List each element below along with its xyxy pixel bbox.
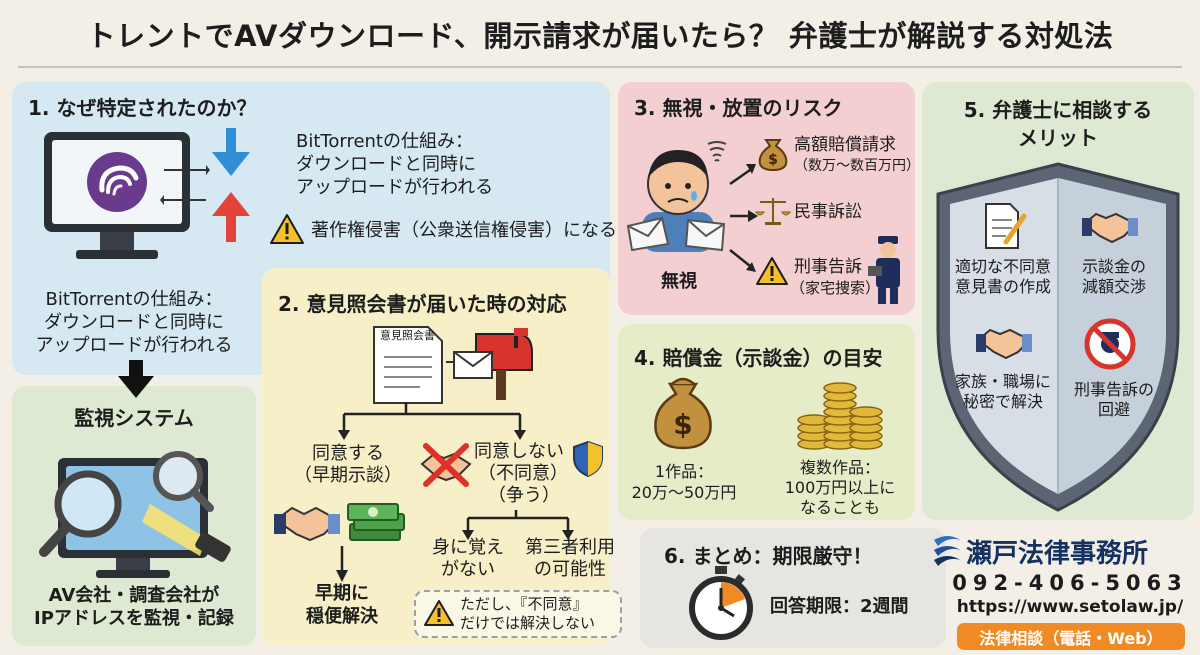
risk3-line-2: （家宅捜索） xyxy=(790,279,881,297)
transfer-arrows-icon xyxy=(160,165,210,205)
merit3-line-1: 家族・職場に xyxy=(954,372,1051,391)
multi-line-1: 複数作品： xyxy=(799,458,880,477)
money-bag-large-icon: $ xyxy=(654,377,712,450)
download-arrow-icon xyxy=(212,128,250,176)
title-divider xyxy=(18,66,1182,68)
deadline-text: 回答期限：2週間 xyxy=(770,596,909,617)
caution-box xyxy=(414,590,622,638)
risk-arrows xyxy=(729,164,758,272)
merit4-line-1: 刑事告訴の xyxy=(1073,380,1154,399)
agree-result-line-1: 早期に xyxy=(315,583,369,604)
document-pen-icon xyxy=(985,203,1027,249)
risk1-line-1: 高額賠償請求 xyxy=(794,135,896,155)
disagree-line-2: （不同意） xyxy=(478,463,568,484)
disagree-line-3: （争う） xyxy=(488,485,560,506)
caution-warning-icon xyxy=(424,600,454,626)
section5-heading-line-1: 5. 弁護士に相談する xyxy=(963,98,1153,122)
agree-line-1: 同意する xyxy=(312,443,384,464)
section5-heading-line-2: メリット xyxy=(1018,126,1098,150)
large-shield-icon xyxy=(936,162,1180,512)
police-officer-icon xyxy=(868,236,900,304)
mechanism-line-1: BitTorrentの仕組み： xyxy=(296,131,473,152)
mechanism-repeat-line-3: アップロードが行われる xyxy=(35,335,233,356)
agree-result-arrow xyxy=(336,546,348,582)
branch-b-line-1: 第三者利用 xyxy=(525,537,615,558)
inquiry-document-label: 意見照会書 xyxy=(380,329,435,342)
scales-icon xyxy=(755,198,791,225)
handshake-merit-icon xyxy=(1082,212,1138,244)
shield-icon xyxy=(573,440,603,478)
disagree-branch-lines xyxy=(462,510,574,540)
mailbox-icon xyxy=(453,328,533,400)
stopwatch-icon xyxy=(689,566,753,640)
multi-line-2: 100万円以上に xyxy=(784,478,896,497)
merit4-line-2: 回避 xyxy=(1097,400,1130,419)
money-stack-icon xyxy=(347,503,405,541)
no-police-icon xyxy=(1084,318,1136,370)
upload-arrow-icon xyxy=(212,192,250,242)
handshake-secret-icon xyxy=(976,328,1032,360)
surveillance-monitor-icon xyxy=(39,451,231,578)
merit1-line-1: 適切な不同意 xyxy=(954,257,1051,276)
branch-a-line-2: がない xyxy=(441,559,495,580)
mechanism-line-2: ダウンロードと同時に xyxy=(296,154,476,175)
section3-heading: 3. 無視・放置のリスク xyxy=(634,96,843,120)
section6-panel xyxy=(640,528,946,648)
law-firm-phone[interactable]: 092-406-5063 xyxy=(952,571,1188,595)
warning-icon xyxy=(270,214,304,244)
section6-heading: 6. まとめ：期限厳守！ xyxy=(664,544,873,568)
risk2-text: 民事訴訟 xyxy=(794,202,862,222)
mechanism-repeat-line-2: ダウンロードと同時に xyxy=(44,312,224,333)
down-flow-arrow-icon xyxy=(118,360,154,398)
tornado-icon xyxy=(707,141,727,162)
infringement-text: 著作権侵害（公衆送信権侵害）になる xyxy=(311,220,617,241)
ignore-label: 無視 xyxy=(661,271,697,292)
branch-a-line-1: 身に覚え xyxy=(432,537,504,558)
merit2-line-2: 減額交渉 xyxy=(1081,277,1146,296)
multi-line-3: なることも xyxy=(799,498,880,517)
merit1-line-2: 意見書の作成 xyxy=(954,277,1051,296)
no-handshake-icon xyxy=(420,443,472,487)
agree-result-line-2: 穏便解決 xyxy=(306,606,378,627)
law-firm-logo-icon xyxy=(934,536,960,566)
money-bag-icon: $ xyxy=(758,139,788,172)
coin-stacks-icon xyxy=(797,382,883,450)
caution-line-2: だけでは解決しない xyxy=(460,614,596,632)
law-firm-url[interactable]: https://www.setolaw.jp/ xyxy=(956,597,1184,617)
risk3-warning-icon xyxy=(756,257,788,285)
section2-heading: 2. 意見照会書が届いた時の対応 xyxy=(278,292,567,316)
computer-bittorrent-icon xyxy=(44,132,190,259)
monitor-heading: 監視システム xyxy=(74,406,194,430)
consultation-badge[interactable]: 法律相談（電話・Web） xyxy=(957,623,1185,650)
handshake-icon xyxy=(274,506,340,542)
risk1-line-2: （数万～数百万円） xyxy=(794,158,920,174)
merit2-line-1: 示談金の xyxy=(1081,257,1146,276)
section1-heading: 1. なぜ特定されたのか？ xyxy=(28,96,257,120)
merit3-line-2: 秘密で解決 xyxy=(962,392,1043,411)
agree-line-2: （早期示談） xyxy=(294,465,402,486)
law-firm-name: 瀬戸法律事務所 xyxy=(966,539,1149,569)
mechanism-line-3: アップロードが行われる xyxy=(296,177,494,198)
svg-text:$: $ xyxy=(768,152,778,168)
branch-b-line-2: の可能性 xyxy=(534,559,606,580)
single-line-2: 20万～50万円 xyxy=(631,483,737,502)
monitor-caption-line-1: AV会社・調査会社が xyxy=(48,585,220,606)
page-title: トレントでAVダウンロード、開示請求が届いたら？ 弁護士が解説する対処法 xyxy=(86,19,1114,53)
mechanism-repeat-line-1: BitTorrentの仕組み： xyxy=(45,289,223,310)
decision-tree-lines xyxy=(338,402,526,440)
svg-text:$: $ xyxy=(673,408,692,441)
caution-line-1: ただし、『不同意』 xyxy=(460,595,588,613)
risk3-line-1: 刑事告訴 xyxy=(794,257,862,277)
monitor-caption-line-2: IPアドレスを監視・記録 xyxy=(34,608,234,629)
disagree-line-1: 同意しない xyxy=(474,441,564,462)
single-line-1: 1作品： xyxy=(654,462,714,481)
worried-person-icon xyxy=(626,150,726,252)
inquiry-document-icon xyxy=(373,326,443,404)
section4-heading: 4. 賠償金（示談金）の目安 xyxy=(634,346,883,370)
